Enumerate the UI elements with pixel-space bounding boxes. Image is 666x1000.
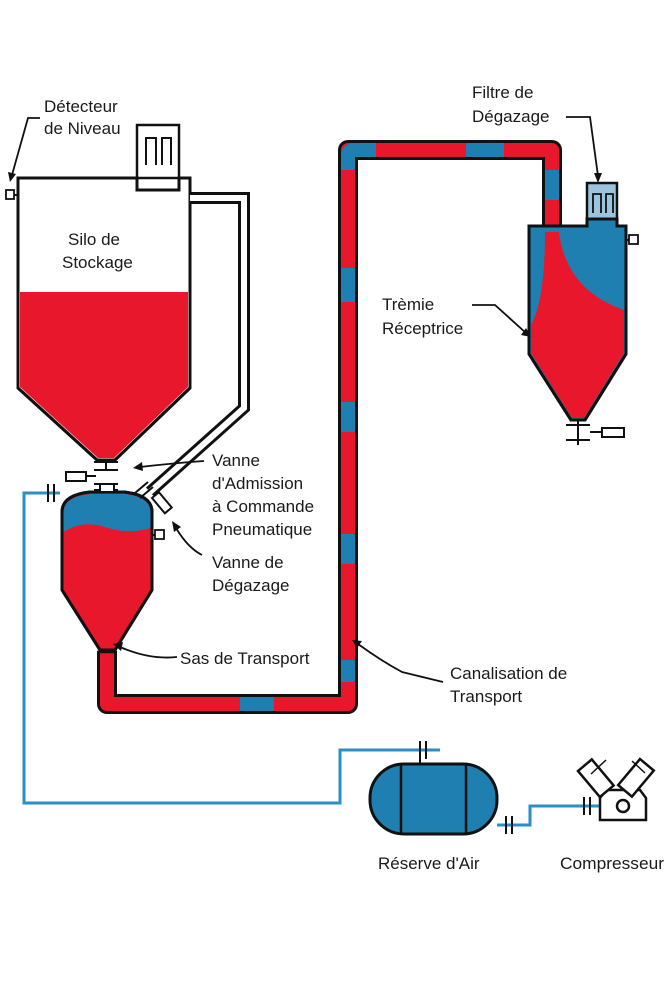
air-line-to-lock bbox=[22, 491, 440, 805]
label-transport-pipe-line2: Transport bbox=[450, 687, 522, 706]
label-air-reserve-line1: Réserve d'Air bbox=[378, 854, 480, 873]
label-transport-pipe-line1: Canalisation de bbox=[450, 664, 567, 683]
silo-material bbox=[20, 292, 188, 458]
leader-lines bbox=[11, 116, 599, 683]
level-detector-icon bbox=[5, 189, 18, 200]
hopper-material bbox=[531, 232, 624, 418]
air-line-valves bbox=[47, 484, 591, 834]
label-receiving-hopper-line2: Réceptrice bbox=[382, 319, 463, 338]
label-transport-pipe: Canalisation de Transport bbox=[450, 664, 567, 706]
label-level-detector-line1: Détecteur bbox=[44, 97, 118, 116]
compressor-icon bbox=[576, 757, 656, 822]
label-vent-valve: Vanne de Dégazage bbox=[212, 553, 290, 595]
label-transport-lock-line1: Sas de Transport bbox=[180, 649, 310, 668]
label-storage-silo-line2: Stockage bbox=[62, 253, 133, 272]
label-storage-silo-line1: Silo de bbox=[68, 230, 120, 249]
label-vent-filter: Filtre de Dégazage bbox=[472, 83, 550, 126]
leader-arrowheads bbox=[8, 172, 602, 651]
lock-air-zone bbox=[63, 494, 151, 532]
label-level-detector-line2: de Niveau bbox=[44, 119, 121, 138]
label-vent-filter-line2: Dégazage bbox=[472, 107, 550, 126]
label-air-reserve: Réserve d'Air bbox=[378, 854, 480, 873]
label-transport-lock: Sas de Transport bbox=[180, 649, 310, 668]
transport-lock bbox=[60, 483, 165, 652]
label-level-detector: Détecteur de Niveau bbox=[44, 97, 121, 138]
label-vent-filter-line1: Filtre de bbox=[472, 83, 533, 102]
storage-silo bbox=[5, 123, 192, 462]
pipe-air-plugs bbox=[240, 143, 559, 711]
degassing-return-line bbox=[146, 192, 250, 497]
vent-valve-icon bbox=[134, 481, 174, 515]
air-tank-icon bbox=[368, 752, 499, 836]
label-receiving-hopper-line1: Trèmie bbox=[382, 295, 434, 314]
label-vent-valve-line1: Vanne de bbox=[212, 553, 284, 572]
silo-vent-box bbox=[135, 123, 181, 180]
label-compressor-line1: Compresseur bbox=[560, 854, 664, 873]
label-storage-silo: Silo de Stockage bbox=[62, 230, 133, 272]
receiving-hopper bbox=[527, 181, 639, 445]
air-supply-lines bbox=[22, 491, 600, 827]
label-inlet-valve-line2: d'Admission bbox=[212, 474, 303, 493]
label-inlet-valve: Vanne d'Admission à Commande Pneumatique bbox=[212, 451, 314, 539]
label-inlet-valve-line3: à Commande bbox=[212, 497, 314, 516]
hopper-discharge-valve-icon bbox=[566, 420, 625, 445]
air-line-reserve-to-compressor bbox=[497, 804, 600, 827]
label-inlet-valve-line1: Vanne bbox=[212, 451, 260, 470]
label-vent-valve-line2: Dégazage bbox=[212, 576, 290, 595]
label-inlet-valve-line4: Pneumatique bbox=[212, 520, 312, 539]
label-compressor: Compresseur bbox=[560, 854, 664, 873]
label-receiving-hopper: Trèmie Réceptrice bbox=[382, 295, 463, 338]
